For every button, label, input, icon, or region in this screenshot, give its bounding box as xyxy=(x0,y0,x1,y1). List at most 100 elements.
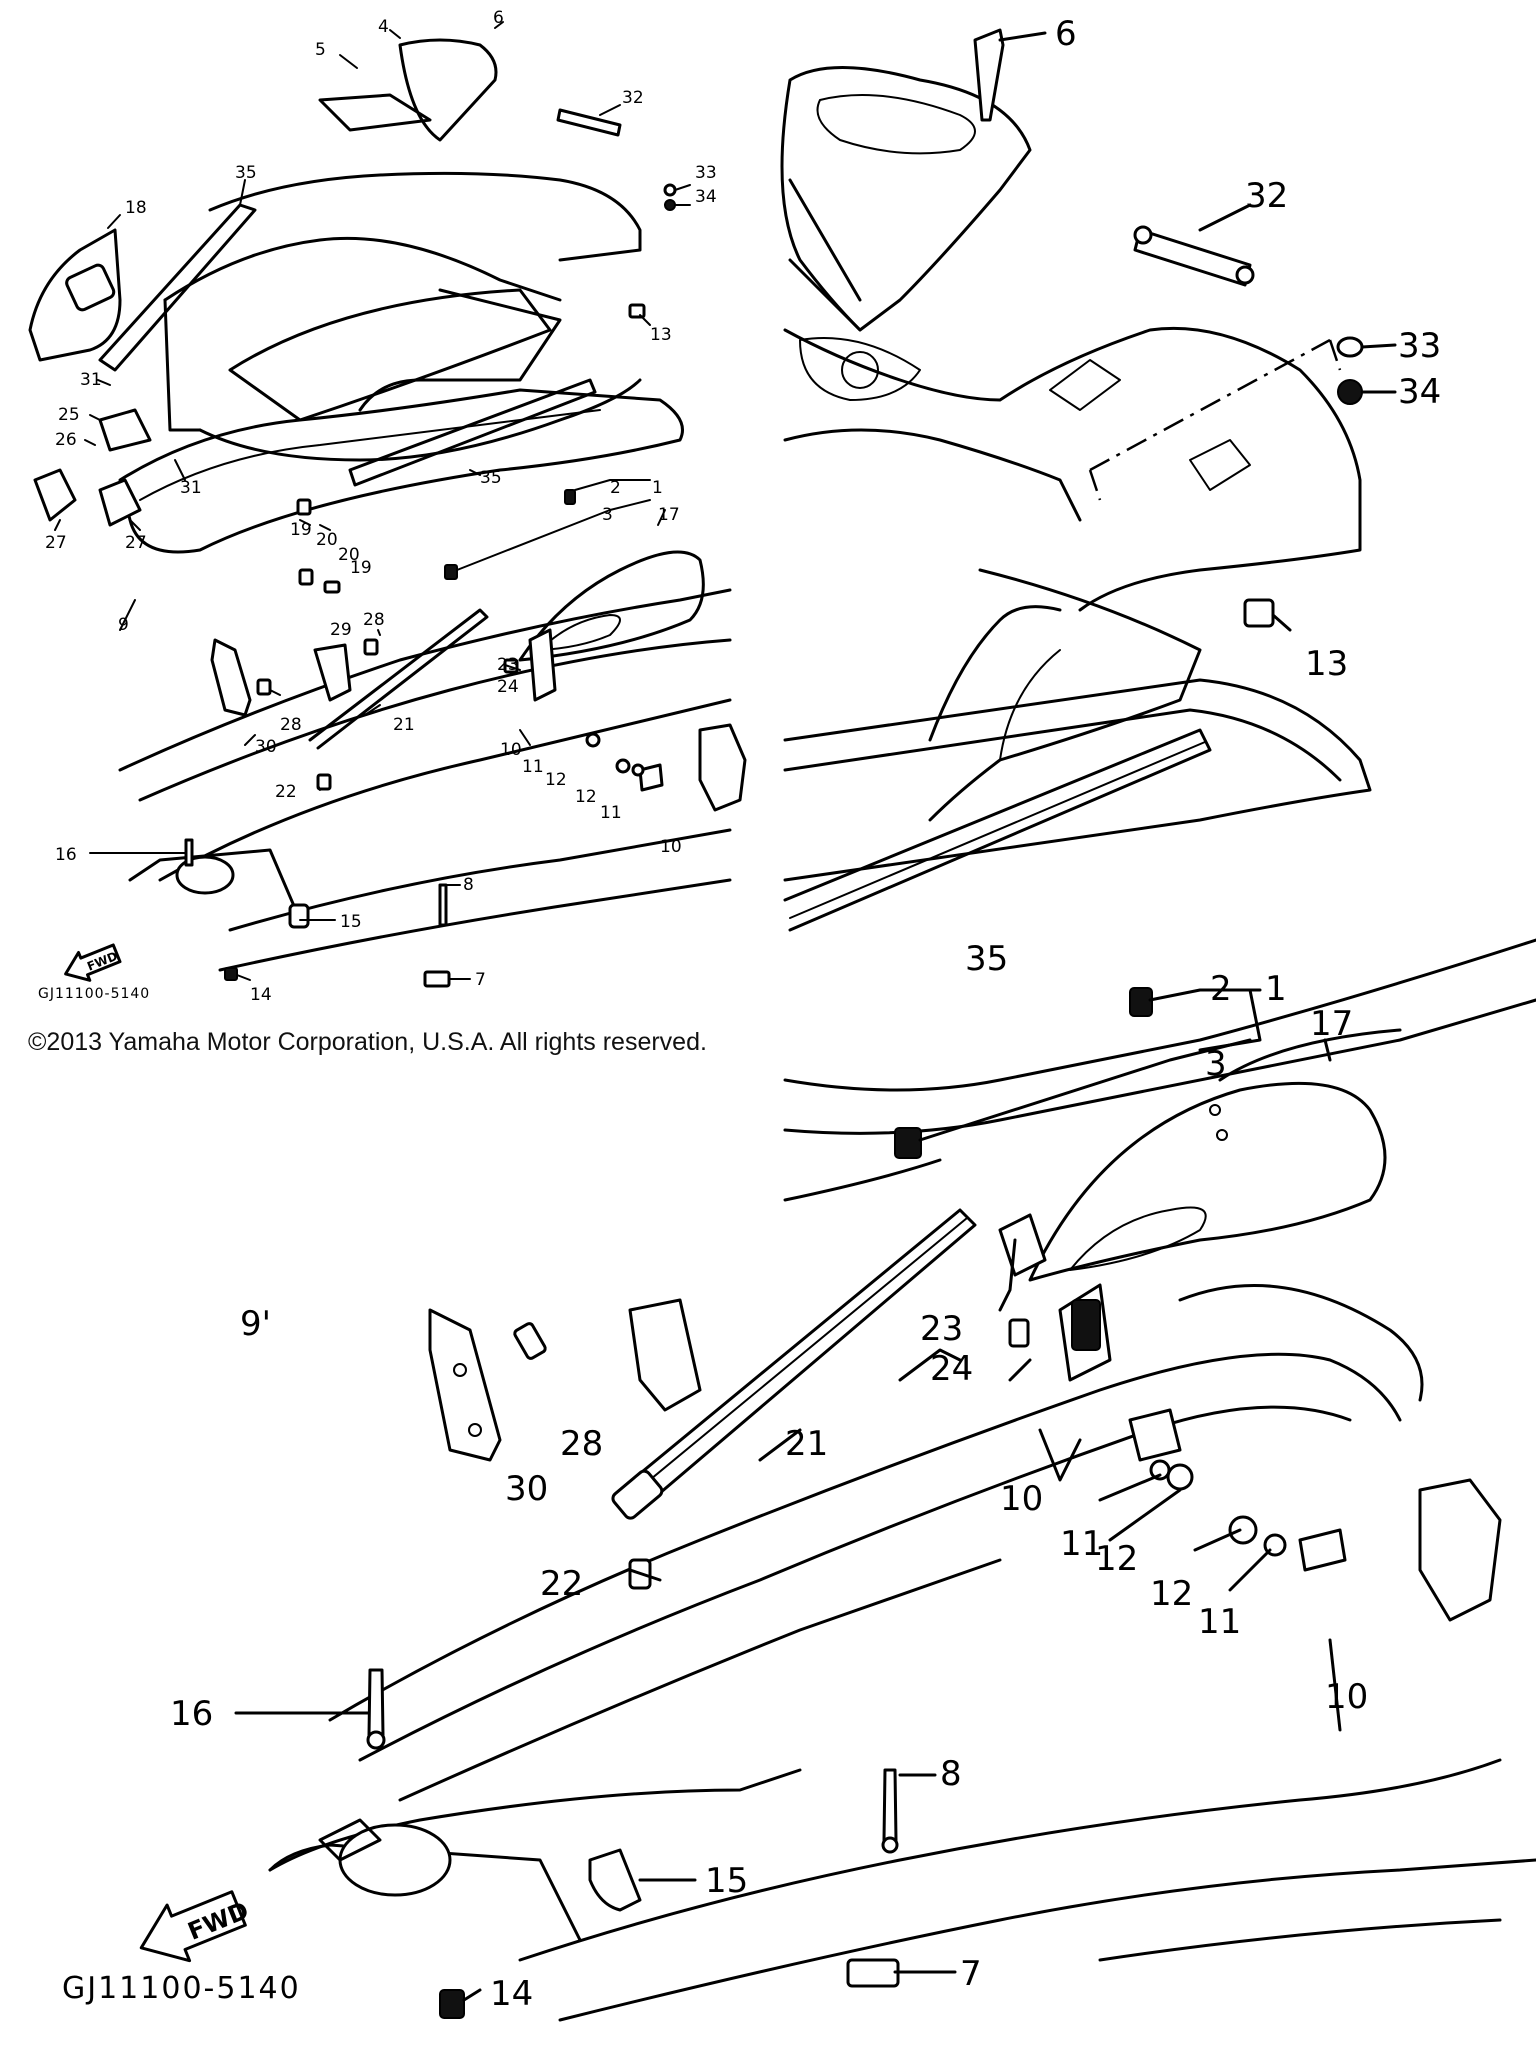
callout-3-small: 3 xyxy=(602,505,613,525)
callout-22-large: 22 xyxy=(540,1564,583,1604)
callout-27a-small: 27 xyxy=(45,533,67,553)
callout-9-large: 9' xyxy=(240,1304,271,1344)
callout-10a-small: 10 xyxy=(500,740,522,760)
callout-6-large: 6 xyxy=(1055,14,1077,54)
part-code-small: GJ11100-5140 xyxy=(38,986,150,1002)
callout-11b-large: 11 xyxy=(1198,1602,1241,1642)
callout-2-large: 2 xyxy=(1210,969,1232,1009)
callout-12b-small: 12 xyxy=(575,787,597,807)
callout-28-large: 28 xyxy=(560,1424,603,1464)
callout-21-large: 21 xyxy=(785,1424,828,1464)
nut-3 xyxy=(894,1127,922,1159)
callout-24-small: 24 xyxy=(497,677,519,697)
callout-13-large: 13 xyxy=(1305,644,1348,684)
callout-35a-small: 35 xyxy=(235,163,257,183)
callout-7-large: 7 xyxy=(960,1954,982,1994)
callout-1-small: 1 xyxy=(652,478,663,498)
callout-1-large: 1 xyxy=(1265,969,1287,1009)
callout-28a-small: 28 xyxy=(363,610,385,630)
callout-24-large: 24 xyxy=(930,1349,973,1389)
fwd-arrow-small: FWD xyxy=(64,943,122,982)
callout-22-small: 22 xyxy=(275,782,297,802)
callout-11b-small: 11 xyxy=(600,803,622,823)
callout-30-large: 30 xyxy=(505,1469,548,1509)
callout-33-large: 33 xyxy=(1398,326,1441,366)
bolt-28 xyxy=(513,1322,547,1360)
callout-7-small: 7 xyxy=(475,970,486,990)
callout-21-small: 21 xyxy=(393,715,415,735)
part-code-large: GJ11100-5140 xyxy=(62,1971,301,2006)
callout-16-large: 16 xyxy=(170,1694,213,1734)
callout-29-small: 29 xyxy=(330,620,352,640)
callout-12a-large: 12 xyxy=(1095,1539,1138,1579)
part-25-small xyxy=(98,408,152,452)
fwd-arrow-large: FWD xyxy=(139,1890,253,1963)
callout-20b-small: 20 xyxy=(338,545,360,565)
callout-19a-small: 19 xyxy=(290,520,312,540)
callout-10b-large: 10 xyxy=(1325,1677,1368,1717)
callout-11a-small: 11 xyxy=(522,757,544,777)
bolt-13 xyxy=(1243,598,1275,628)
callout-11a-large: 11 xyxy=(1060,1524,1103,1564)
plate-30-small xyxy=(210,638,252,717)
callout-17-small: 17 xyxy=(658,505,680,525)
rivet-8 xyxy=(881,1768,899,1854)
washer-11a xyxy=(1149,1459,1171,1481)
callout-34-large: 34 xyxy=(1398,372,1441,412)
plate-29-small xyxy=(313,643,352,702)
rivet-16 xyxy=(366,1668,386,1750)
clip-7 xyxy=(846,1958,900,1988)
callout-5-small: 5 xyxy=(315,40,326,60)
bolt-24 xyxy=(1008,1318,1030,1348)
callout-20a-small: 20 xyxy=(316,530,338,550)
callout-23-small: 23 xyxy=(497,655,519,675)
callout-12b-large: 12 xyxy=(1150,1574,1193,1614)
callout-3-large: 3 xyxy=(1205,1044,1227,1084)
callout-12a-small: 12 xyxy=(545,770,567,790)
callout-10b-small: 10 xyxy=(660,837,682,857)
callout-34-small: 34 xyxy=(695,187,717,207)
callout-17-large: 17 xyxy=(1310,1004,1353,1044)
nut-33 xyxy=(1336,336,1364,358)
small-overview-view: FWD xyxy=(28,21,747,988)
screw-6 xyxy=(973,28,1005,122)
callout-14-large: 14 xyxy=(490,1974,533,2014)
bolt-14 xyxy=(439,1989,465,2019)
callout-23-large: 23 xyxy=(920,1309,963,1349)
callout-8-small: 8 xyxy=(463,875,474,895)
callout-4-small: 4 xyxy=(378,17,389,37)
callout-19b-small: 19 xyxy=(350,558,372,578)
nut-12a xyxy=(1166,1463,1194,1491)
callout-16-small: 16 xyxy=(55,845,77,865)
clip-15 xyxy=(588,1848,642,1912)
callout-10a-large: 10 xyxy=(1000,1479,1043,1519)
callout-9-small: 9 xyxy=(118,615,129,635)
plate-32 xyxy=(1133,225,1255,287)
nut-2 xyxy=(1129,987,1153,1017)
callout-2-small: 2 xyxy=(610,478,621,498)
callout-35-large: 35 xyxy=(965,939,1008,979)
callout-35b-small: 35 xyxy=(480,468,502,488)
copyright-notice: ©2013 Yamaha Motor Corporation, U.S.A. A… xyxy=(28,1028,707,1056)
callout-33-small: 33 xyxy=(695,163,717,183)
part-27a-small xyxy=(33,468,77,522)
callout-6-small: 6 xyxy=(493,8,504,28)
callout-15-small: 15 xyxy=(340,912,362,932)
callout-28b-small: 28 xyxy=(280,715,302,735)
nut-12b xyxy=(1228,1515,1258,1545)
part-27b-small xyxy=(98,478,142,527)
callout-27b-small: 27 xyxy=(125,533,147,553)
callout-31a-small: 31 xyxy=(80,370,102,390)
callout-32-small: 32 xyxy=(622,88,644,108)
callouts-small: 4 6 5 32 33 34 35 18 13 31 25 26 31 27 2… xyxy=(38,8,717,1005)
callout-31b-small: 31 xyxy=(180,478,202,498)
callouts-large: 6 32 33 34 13 35 2 1 3 17 9' 23 24 28 30… xyxy=(62,14,1441,2014)
callout-18-small: 18 xyxy=(125,198,147,218)
large-detail-view: FWD xyxy=(139,28,1536,2022)
callout-13-small: 13 xyxy=(650,325,672,345)
nut-34 xyxy=(1337,379,1363,405)
callout-8-large: 8 xyxy=(940,1754,962,1794)
callout-32-large: 32 xyxy=(1245,176,1288,216)
callout-14-small: 14 xyxy=(250,985,272,1005)
